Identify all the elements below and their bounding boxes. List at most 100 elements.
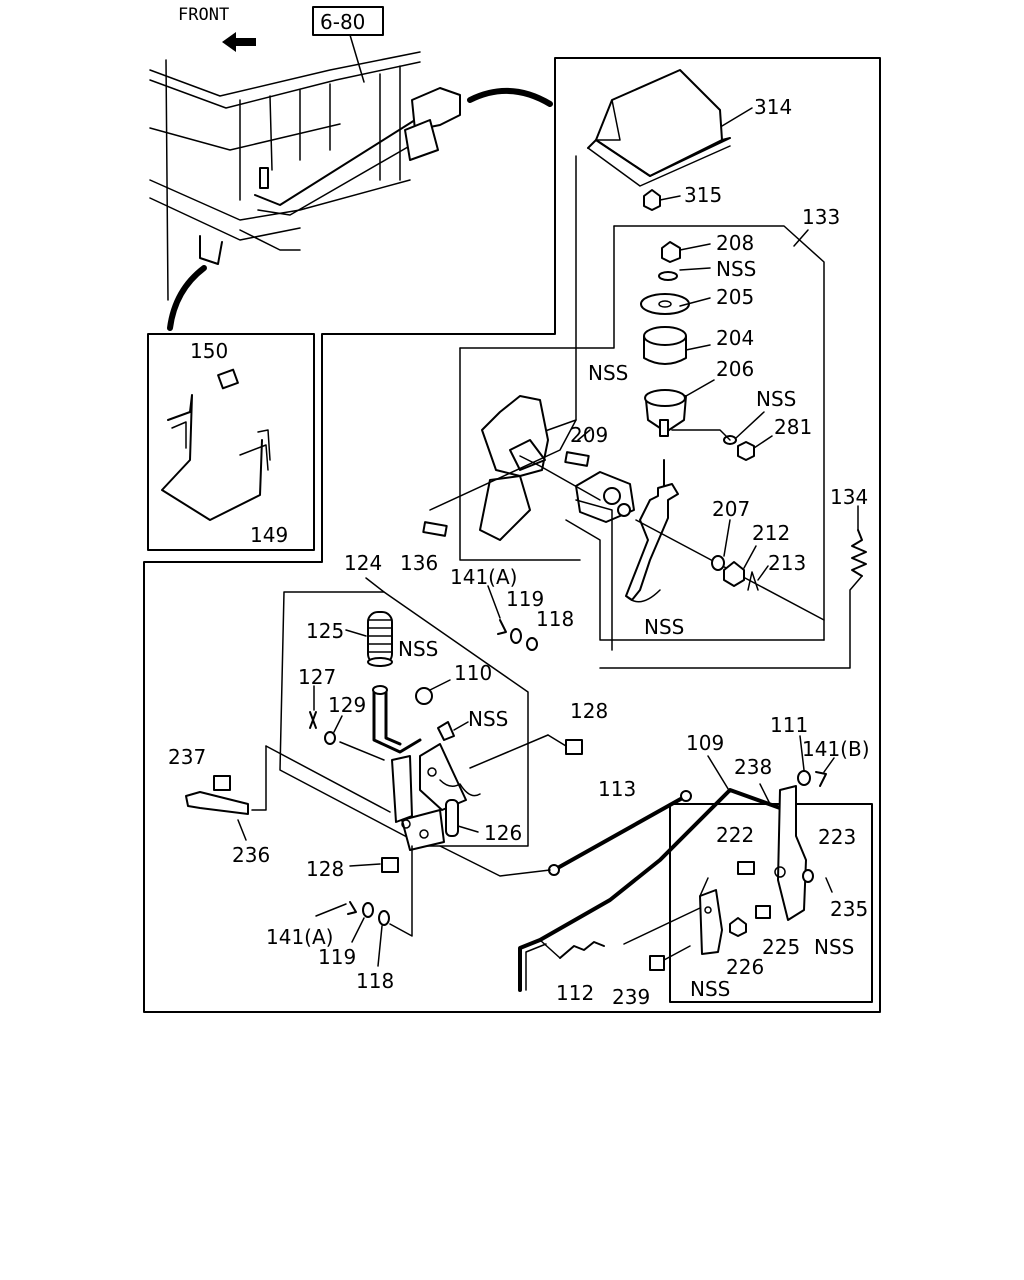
callout-239: 239 — [612, 985, 650, 1009]
bracket-149-inset — [147, 333, 315, 551]
callout-125: 125 — [306, 619, 344, 643]
callout-207: 207 — [712, 497, 750, 521]
callout-226: 226 — [726, 955, 764, 979]
callout-237: 237 — [168, 745, 206, 769]
part-136-bolt — [422, 521, 448, 537]
washer-nss-208 — [658, 271, 678, 281]
callout-314: 314 — [754, 95, 792, 119]
callout-nss-208: NSS — [716, 257, 756, 281]
callout-nss-281: NSS — [756, 387, 796, 411]
reference-box — [312, 6, 384, 36]
part-212-nut — [723, 561, 745, 587]
main-assembly-frame — [143, 57, 881, 1013]
callout-127: 127 — [298, 665, 336, 689]
bracket-238-parts — [623, 785, 833, 971]
callout-nss-pedal: NSS — [644, 615, 684, 639]
part-314-cover — [587, 69, 753, 187]
part-118-top-washer — [526, 637, 538, 651]
part-125-grip — [367, 611, 393, 667]
callout-236: 236 — [232, 843, 270, 867]
front-arrow-icon — [222, 32, 256, 52]
front-label: FRONT — [178, 5, 229, 25]
callout-223: 223 — [818, 825, 856, 849]
part-134-spring — [851, 529, 867, 577]
callout-119-top: 119 — [506, 587, 544, 611]
callout-141a-bottom: 141(A) — [266, 925, 333, 949]
part-237-bolt — [213, 775, 231, 791]
callout-113: 113 — [598, 777, 636, 801]
part-127-cotter — [309, 711, 317, 729]
callout-133: 133 — [802, 205, 840, 229]
callout-nss-239: NSS — [690, 977, 730, 1001]
part-126-pin — [445, 799, 459, 837]
callout-209: 209 — [570, 423, 608, 447]
part-208-nut — [661, 241, 681, 263]
callout-235: 235 — [830, 897, 868, 921]
callout-126: 126 — [484, 821, 522, 845]
inset-frame-238 — [669, 803, 873, 1003]
part-236-bracket — [185, 791, 249, 815]
callout-136: 136 — [400, 551, 438, 575]
part-207-washer — [711, 555, 725, 571]
part-205-washer — [640, 293, 690, 315]
callout-124: 124 — [344, 551, 382, 575]
callout-222: 222 — [716, 823, 754, 847]
callout-213: 213 — [768, 551, 806, 575]
callout-206: 206 — [716, 357, 754, 381]
callout-141a-top: 141(A) — [450, 565, 517, 589]
part-111-washer — [797, 770, 811, 786]
callout-128-bottom: 128 — [306, 857, 344, 881]
callout-111: 111 — [770, 713, 808, 737]
callout-119-bottom: 119 — [318, 945, 356, 969]
part-119-top-washer — [510, 628, 522, 644]
part-128-bottom-bolt — [381, 857, 399, 873]
mounting-bracket-nss — [479, 395, 635, 541]
callout-118-top: 118 — [536, 607, 574, 631]
callout-141b: 141(B) — [802, 737, 870, 761]
callout-315: 315 — [684, 183, 722, 207]
callout-128-top: 128 — [570, 699, 608, 723]
callout-110: 110 — [454, 661, 492, 685]
callout-149: 149 — [250, 523, 288, 547]
part-nss-110-clip — [437, 721, 455, 741]
callout-112: 112 — [556, 981, 594, 1005]
part-112-spring — [559, 941, 605, 959]
part-209-bolt — [564, 451, 590, 467]
part-213-pin — [747, 571, 759, 591]
part-128-top-bolt — [565, 739, 583, 755]
part-109-rod — [518, 788, 782, 992]
callout-205: 205 — [716, 285, 754, 309]
part-281-nut — [737, 441, 755, 461]
callout-109: 109 — [686, 731, 724, 755]
callout-208: 208 — [716, 231, 754, 255]
cab-overview: FRONT 6-80 — [149, 5, 553, 331]
part-141a-top-clip — [497, 619, 507, 635]
callout-nss-110: NSS — [468, 707, 508, 731]
inset-frame-149 — [147, 333, 315, 551]
part-118-bottom-washer — [378, 910, 390, 926]
part-113-rod — [439, 790, 692, 877]
callout-225: 225 — [762, 935, 800, 959]
pedal-lever-nss — [625, 419, 679, 603]
part-110-bushing — [415, 687, 433, 705]
reference-box-label: 6-80 — [320, 10, 365, 34]
callout-nss-225: NSS — [814, 935, 854, 959]
callout-118-bottom: 118 — [356, 969, 394, 993]
callout-129: 129 — [328, 693, 366, 717]
part-141a-bottom-clip — [347, 901, 357, 915]
callout-nss-bracket: NSS — [588, 361, 628, 385]
callout-204: 204 — [716, 326, 754, 350]
callout-134: 134 — [830, 485, 868, 509]
part-315-nut — [643, 189, 661, 211]
callout-nss-125: NSS — [398, 637, 438, 661]
lever-124 — [372, 685, 481, 851]
callout-281: 281 — [774, 415, 812, 439]
callout-150: 150 — [190, 339, 228, 363]
callout-212: 212 — [752, 521, 790, 545]
part-119-bottom-washer — [362, 902, 374, 918]
part-141b-clip — [815, 771, 827, 787]
callout-238: 238 — [734, 755, 772, 779]
part-129-washer — [324, 731, 336, 745]
